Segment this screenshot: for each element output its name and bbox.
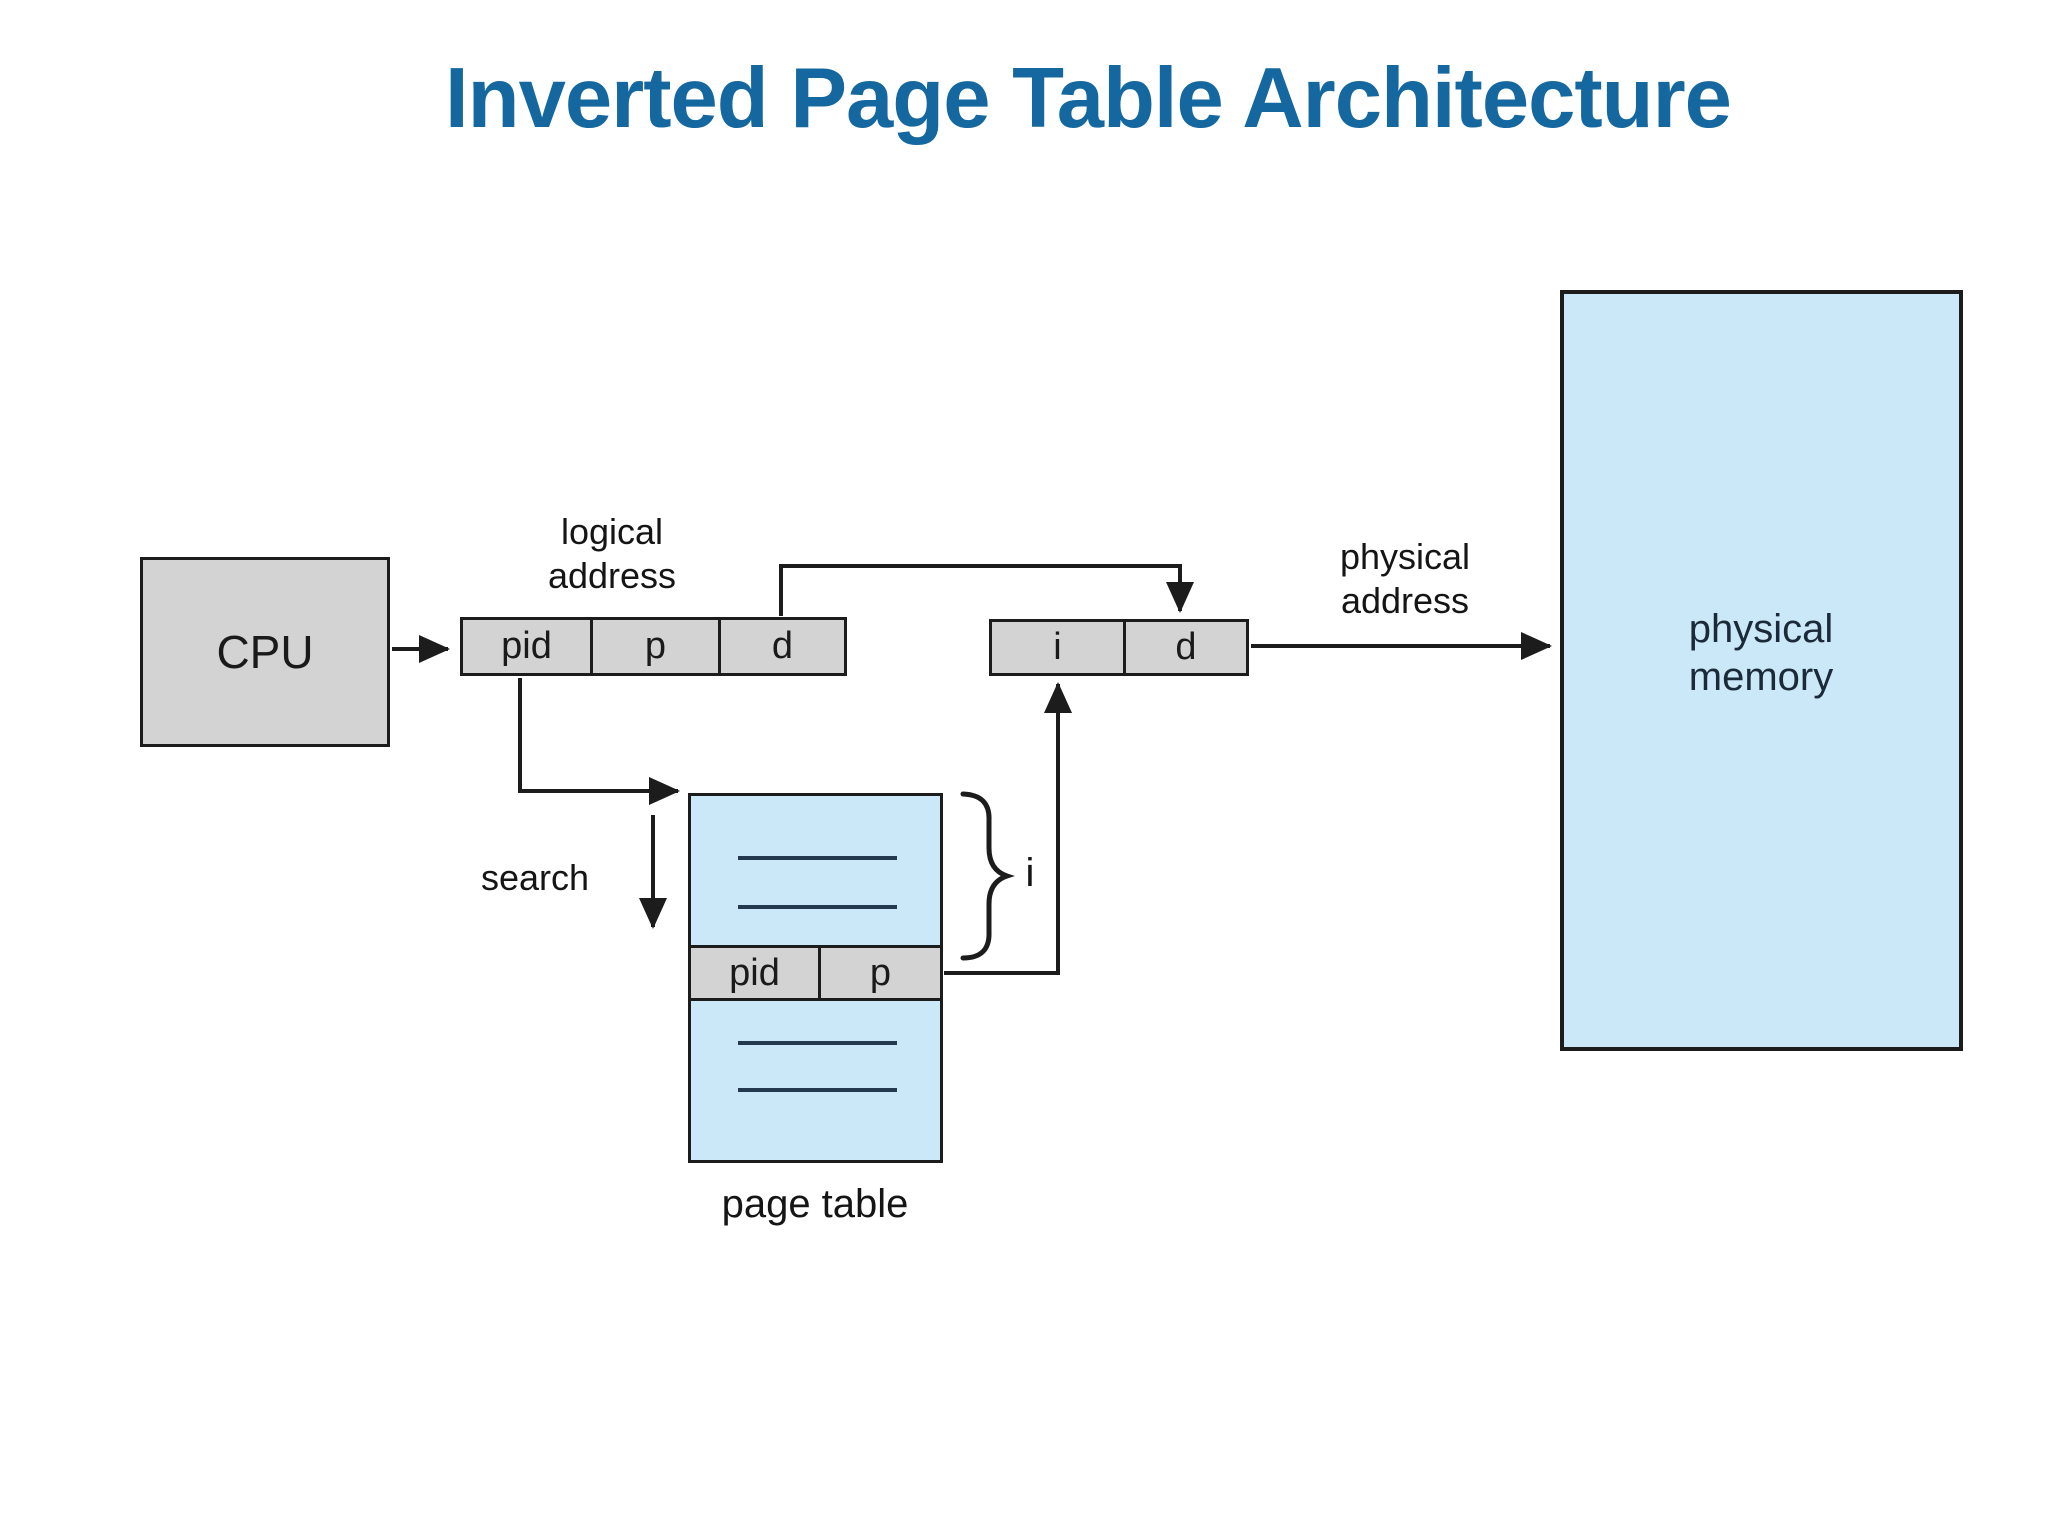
physical-memory-label: physical memory <box>1688 607 1834 699</box>
connector-d-to-d <box>779 564 1194 616</box>
index-brace <box>960 791 1015 961</box>
page-table-entry-row: pid p <box>688 945 943 1001</box>
logical-cell-p: p <box>590 620 718 673</box>
logical-cell-pid: pid <box>501 625 552 667</box>
page-table-label: page table <box>721 1182 909 1226</box>
entry-cell-pid: pid <box>729 951 780 994</box>
index-i-label: i <box>1025 851 1035 895</box>
physical-address-caption: physical address <box>1339 536 1471 621</box>
search-label: search <box>480 857 590 898</box>
physical-cell-i: i <box>1053 626 1062 668</box>
logical-cell-d: d <box>718 620 844 673</box>
physical-memory-box <box>1560 290 1963 1051</box>
connector-pid-to-page-table <box>518 678 680 805</box>
cpu-box: CPU <box>140 557 390 747</box>
page-title: Inverted Page Table Architecture <box>445 51 1732 146</box>
physical-address-register: i d <box>989 619 1249 676</box>
physical-cell-d: d <box>1123 622 1246 673</box>
cpu-label: CPU <box>216 626 314 678</box>
logical-address-caption: logical address <box>547 511 677 596</box>
entry-cell-p: p <box>818 948 940 998</box>
logical-address-register: pid p d <box>460 617 847 676</box>
connector-entry-to-i <box>944 682 1072 975</box>
